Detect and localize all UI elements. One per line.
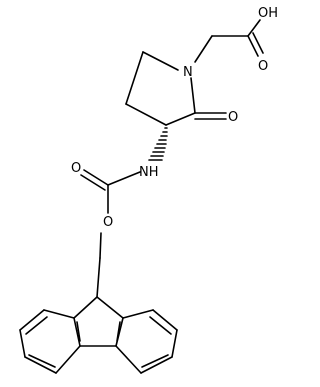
bond-n-ch2	[142, 51, 179, 71]
bond-c-o-a	[247, 35, 259, 57]
label-o-acid: O	[258, 59, 268, 74]
bond-c3-c2	[165, 112, 196, 126]
bond-c2-n	[190, 77, 196, 114]
label-n-ring: N	[183, 65, 193, 80]
bond-c-o-b	[252, 32, 264, 54]
pyrrolidinone-ring	[125, 51, 196, 126]
label-o-ester: O	[103, 215, 113, 230]
label-oh-acid: OH	[258, 6, 278, 21]
bond-ch2-c3	[125, 103, 167, 126]
lactam-carbonyl	[194, 112, 227, 120]
label-o-carbamate-carbonyl: O	[71, 161, 81, 176]
bond-c-oh	[247, 19, 261, 37]
bond-nh-c	[107, 171, 141, 186]
fluorene-system	[19, 296, 178, 374]
bond-n-ch2-acid	[194, 35, 213, 63]
carbamate-group	[80, 169, 141, 298]
molecule-structure-diagram: N OH O O NH O O	[19, 6, 278, 374]
label-nh: NH	[139, 165, 159, 180]
label-o-lactam: O	[228, 110, 238, 125]
bond-c-o-carbonyl-b	[80, 174, 106, 191]
bond-c-o-carbonyl-a	[83, 169, 109, 186]
bond-ch2-ch2	[125, 51, 144, 105]
bond-o-ch2	[99, 232, 102, 259]
hashed-wedge-bond	[148, 127, 168, 161]
acetic-acid-group	[194, 19, 264, 63]
bond-ch2-c9	[96, 257, 101, 298]
